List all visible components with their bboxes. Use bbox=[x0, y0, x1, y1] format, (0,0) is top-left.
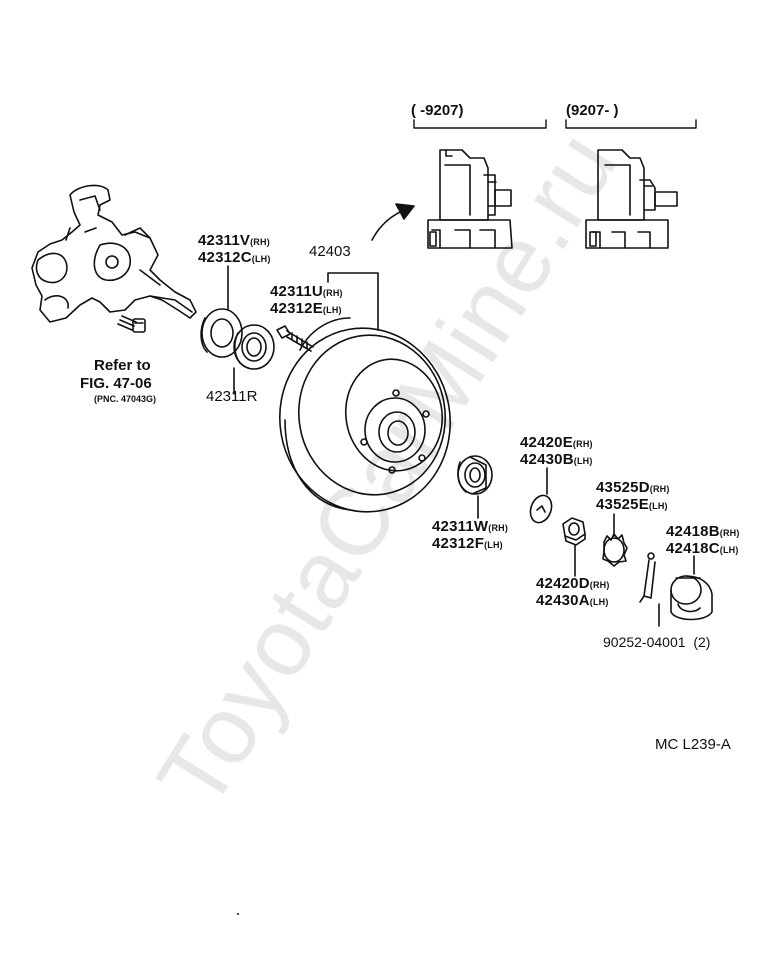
label-42311U: 42311U(RH) bbox=[270, 283, 343, 302]
inset-hub-late bbox=[585, 149, 678, 249]
part-side: (RH) bbox=[488, 523, 509, 533]
date-range-left: ( -9207) bbox=[411, 102, 464, 119]
part-code: 42420E bbox=[520, 434, 573, 451]
part-side: (LH) bbox=[322, 305, 342, 315]
part-qty: (2) bbox=[693, 634, 711, 650]
label-42311V: 42311V(RH) bbox=[198, 232, 270, 251]
reference-line-2[interactable]: FIG. 47-06 bbox=[80, 375, 152, 392]
part-code: 42418C bbox=[666, 540, 720, 557]
part-side: (RH) bbox=[589, 580, 610, 590]
label-42312E: 42312E(LH) bbox=[270, 300, 342, 319]
label-90252: 90252-04001 (2) bbox=[603, 634, 710, 650]
reference-pnc: (PNC. 47043G) bbox=[94, 394, 157, 404]
label-42420E: 42420E(RH) bbox=[520, 434, 593, 453]
cotter-pin bbox=[639, 552, 656, 603]
label-43525D: 43525D(RH) bbox=[596, 479, 670, 498]
part-code: 42311W bbox=[432, 518, 489, 535]
date-range-right: (9207- ) bbox=[566, 102, 619, 119]
inset-hub-early bbox=[427, 149, 513, 249]
label-42418B: 42418B(RH) bbox=[666, 523, 740, 542]
brake-drum bbox=[278, 317, 452, 513]
knuckle-bolt bbox=[117, 315, 146, 333]
part-side: (LH) bbox=[573, 456, 593, 466]
stray-mark bbox=[237, 913, 239, 915]
label-42430A: 42430A(LH) bbox=[536, 592, 609, 611]
grease-cap bbox=[670, 575, 713, 621]
label-42312C: 42312C(LH) bbox=[198, 249, 271, 268]
part-side: (RH) bbox=[649, 484, 670, 494]
part-code: 42312E bbox=[270, 300, 323, 317]
part-code: 42430B bbox=[520, 451, 574, 468]
part-side: (LH) bbox=[648, 501, 668, 511]
hub-bolt bbox=[276, 325, 314, 352]
oil-seal-outer bbox=[200, 308, 243, 358]
part-side: (LH) bbox=[484, 540, 503, 550]
part-code: 43525E bbox=[596, 496, 649, 513]
reference-line-1: Refer to bbox=[94, 357, 151, 374]
part-side: (LH) bbox=[719, 545, 739, 555]
nut-lock-cap bbox=[602, 533, 628, 567]
label-42430B: 42430B(LH) bbox=[520, 451, 593, 470]
part-side: (RH) bbox=[322, 288, 343, 298]
part-code: 42311U bbox=[270, 283, 323, 300]
label-43525E: 43525E(LH) bbox=[596, 496, 668, 515]
part-code: 42418B bbox=[666, 523, 720, 540]
thrust-washer bbox=[529, 494, 553, 524]
part-side: (LH) bbox=[251, 254, 271, 264]
part-side: (RH) bbox=[719, 528, 740, 538]
part-code: 43525D bbox=[596, 479, 650, 496]
label-42311W: 42311W(RH) bbox=[432, 518, 508, 537]
label-42312F: 42312F(LH) bbox=[432, 535, 503, 554]
label-42420D: 42420D(RH) bbox=[536, 575, 610, 594]
part-side: (RH) bbox=[572, 439, 593, 449]
part-code: 42312F bbox=[432, 535, 485, 552]
bearing-inner bbox=[457, 455, 493, 495]
part-code: 90252-04001 bbox=[603, 634, 686, 650]
label-42418C: 42418C(LH) bbox=[666, 540, 739, 559]
figure-code: MC L239-A bbox=[655, 736, 731, 753]
bearing-outer bbox=[233, 324, 275, 370]
part-code: 42311V bbox=[198, 232, 251, 249]
part-code: 42420D bbox=[536, 575, 590, 592]
part-code: 42312C bbox=[198, 249, 252, 266]
steering-knuckle-illustration bbox=[31, 184, 197, 323]
part-side: (LH) bbox=[589, 597, 609, 607]
hub-nut bbox=[562, 517, 586, 546]
label-42311R: 42311R bbox=[206, 388, 258, 405]
part-code: 42430A bbox=[536, 592, 590, 609]
label-42403: 42403 bbox=[309, 243, 351, 260]
part-side: (RH) bbox=[250, 237, 270, 247]
